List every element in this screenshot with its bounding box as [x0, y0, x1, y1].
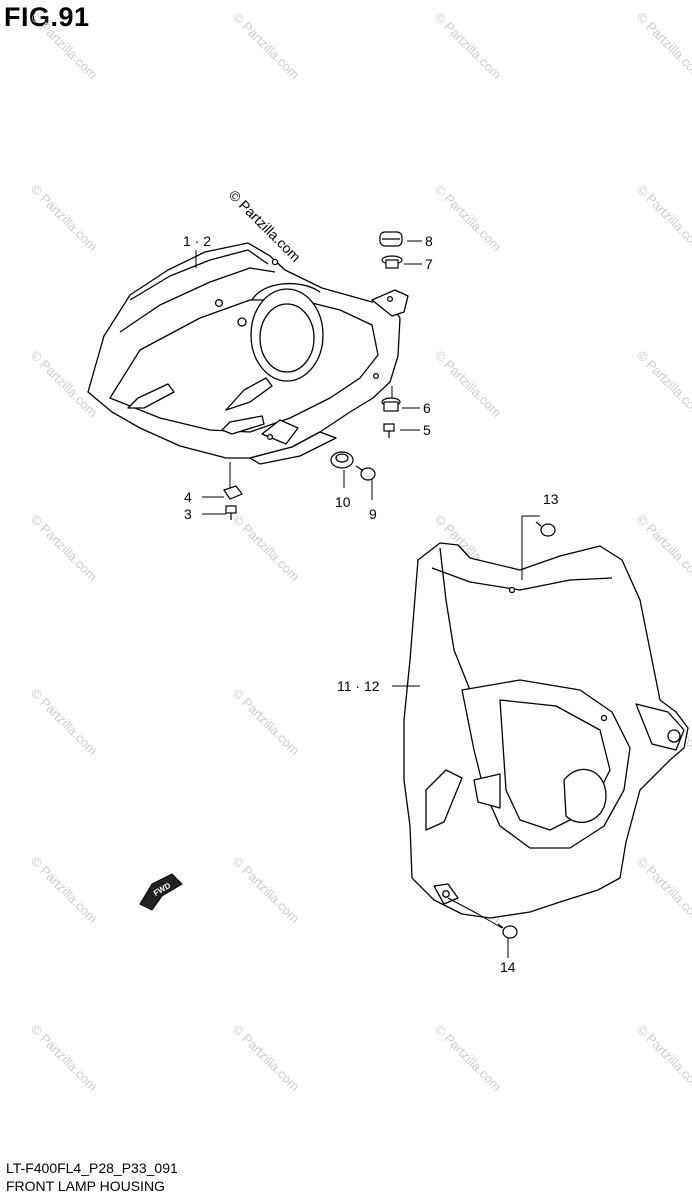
watermark-tile: © Partzilla.com — [28, 686, 101, 759]
lower-lamp-cover[interactable] — [403, 542, 689, 919]
watermark-tile: © Partzilla.com — [230, 854, 303, 927]
callout-3: 3 — [184, 506, 192, 522]
callout-14: 14 — [500, 959, 516, 975]
watermark-tile: © Partzilla.com — [634, 512, 692, 585]
callout-13: 13 — [543, 491, 559, 507]
watermark-tile: © Partzilla.com — [634, 1022, 692, 1095]
lower-leader-lines — [392, 515, 540, 958]
watermark-tile: © Partzilla.com — [28, 512, 101, 585]
screw-13[interactable] — [535, 521, 556, 537]
watermark-tile: © Partzilla.com — [230, 1022, 303, 1095]
nut-4[interactable] — [223, 485, 243, 500]
bolt-9[interactable] — [355, 465, 376, 481]
figure-name: FRONT LAMP HOUSING — [6, 1178, 165, 1194]
watermark-tile: © Partzilla.com — [634, 854, 692, 927]
watermark-tile: © Partzilla.com — [28, 182, 101, 255]
callout-4: 4 — [184, 489, 192, 505]
fwd-direction-arrow: FWD — [139, 873, 183, 911]
watermark-tile: © Partzilla.com — [432, 348, 505, 421]
callout-5: 5 — [423, 422, 431, 438]
watermark-tile: © Partzilla.com — [634, 182, 692, 255]
screw-14[interactable] — [497, 923, 518, 939]
cushion-10[interactable] — [330, 451, 354, 469]
watermark-tile: © Partzilla.com — [28, 10, 101, 83]
collar-6[interactable] — [381, 397, 401, 412]
screw-3[interactable] — [225, 505, 237, 520]
watermark-tile: © Partzilla.com — [230, 512, 303, 585]
figure-title: FIG.91 — [4, 2, 90, 32]
callout-labels: 1 · 2 8 7 6 5 4 3 10 9 13 11 · 12 14 — [183, 233, 559, 975]
callout-8: 8 — [425, 233, 433, 249]
grommet-8[interactable] — [379, 231, 403, 247]
callout-6: 6 — [423, 400, 431, 416]
collar-7[interactable] — [381, 255, 403, 269]
callout-7: 7 — [425, 256, 433, 272]
watermark-tile: © Partzilla.com — [432, 10, 505, 83]
watermark-tile: © Partzilla.com — [432, 1022, 505, 1095]
watermark-tile: © Partzilla.com — [28, 854, 101, 927]
watermark-tile: © Partzilla.com — [634, 10, 692, 83]
bolt-5[interactable] — [383, 423, 395, 438]
watermark-tile: © Partzilla.com — [230, 686, 303, 759]
watermark-tile: © Partzilla.com — [230, 10, 303, 83]
watermark-tile: © Partzilla.com — [28, 1022, 101, 1095]
watermark-tile: © Partzilla.com — [432, 182, 505, 255]
watermark-tile: © Partzilla.com — [28, 348, 101, 421]
callout-1-2: 1 · 2 — [183, 233, 211, 249]
upper-lamp-housing[interactable] — [87, 242, 409, 465]
callout-10: 10 — [335, 494, 351, 510]
watermark-tile: © Partzilla.com — [634, 348, 692, 421]
callout-9: 9 — [369, 506, 377, 522]
upper-leader-lines — [195, 240, 422, 515]
model-code: LT-F400FL4_P28_P33_091 — [6, 1160, 178, 1176]
callout-11-12: 11 · 12 — [337, 678, 380, 694]
